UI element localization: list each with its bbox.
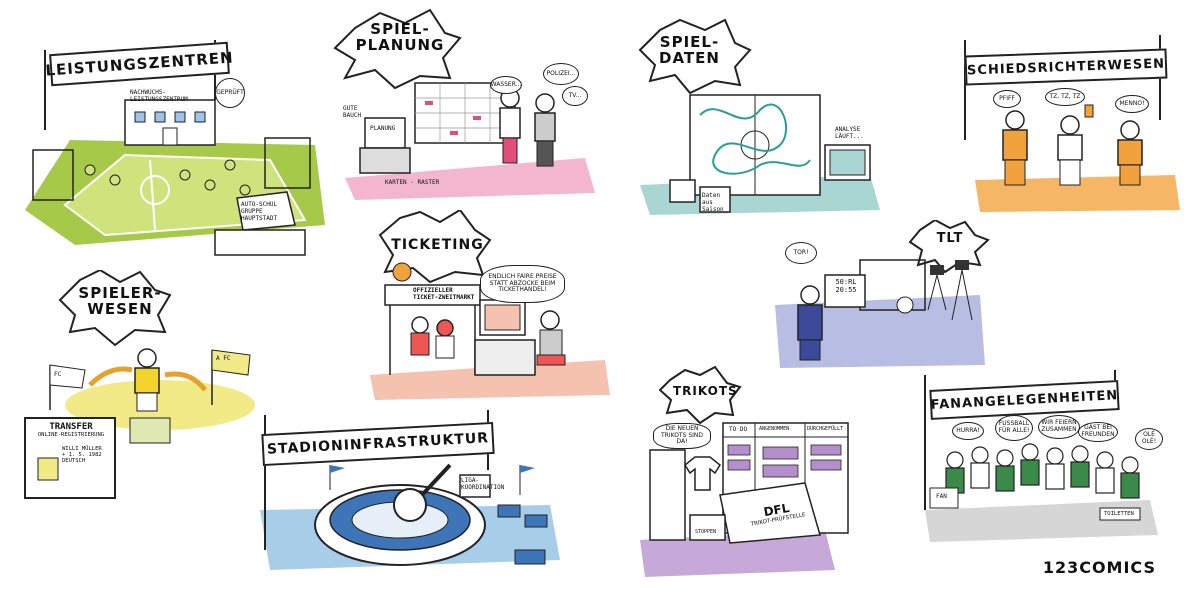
- spieldaten-illustration: [638, 18, 880, 215]
- spieldaten-title: SPIEL- DATEN: [642, 33, 737, 67]
- trikots-shelf-1: TO DO: [729, 426, 748, 433]
- ticketing-illustration: [370, 210, 610, 400]
- ticketing-sign: OFFIZIELLER TICKET-ZWEITMARKT: [413, 287, 475, 301]
- spielerwesen-monitor-name: WILLI MÜLLER: [62, 446, 102, 452]
- tlt-bubble: TOR!: [785, 242, 817, 264]
- spieldaten-binder: Daten aus Saison: [702, 192, 724, 213]
- scene-tlt: TLT TOR! 50:RL 20:55: [770, 220, 990, 370]
- schiedsrichterwesen-bubble-3: MENNO!: [1115, 95, 1149, 113]
- spielplanung-bubble-1: GUTE BAUCH: [343, 105, 362, 119]
- leistungszentren-badge: GEPRÜFT: [215, 78, 245, 108]
- trikots-bubble: DIE NEUEN TRIKOTS SIND DA!: [653, 423, 711, 449]
- scene-fanangelegenheiten: FANANGELEGENHEITEN HURRA! FUSSBALL FÜR A…: [910, 370, 1180, 545]
- stadioninfrastruktur-illustration: [260, 410, 560, 570]
- artist-signature: 123COMICS: [1042, 558, 1156, 577]
- spielplanung-bubble-4: WASSER...: [490, 76, 522, 94]
- trikots-illustration: [640, 365, 849, 577]
- spielerwesen-monitor: TRANSFER ONLINE-REGISTRIERUNG WILLI MÜLL…: [30, 422, 112, 464]
- fanangelegenheiten-sign-1: FAN: [936, 493, 947, 500]
- schiedsrichterwesen-bubble-1: PFIFF: [993, 90, 1021, 108]
- spielerwesen-illustration: [24, 270, 255, 499]
- spielplanung-bubble-3: TV...: [562, 86, 588, 106]
- spielerwesen-monitor-sub: ONLINE-REGISTRIERUNG: [37, 432, 105, 438]
- scene-spielerwesen: SPIELER- WESEN FC A FC TRANSFER ONLINE-R…: [20, 270, 260, 510]
- fanangelegenheiten-illustration: [924, 370, 1158, 542]
- leistungszentren-illustration: [25, 40, 325, 256]
- spielerwesen-title-line1: SPIELER-: [78, 284, 162, 302]
- scene-ticketing: TICKETING OFFIZIELLER TICKET-ZWEITMARKT …: [365, 210, 615, 400]
- scene-spieldaten: SPIEL- DATEN ANALYSE LÄUFT... Daten aus …: [630, 15, 890, 215]
- tlt-title: TLT: [936, 231, 964, 246]
- spielerwesen-title: SPIELER- WESEN: [65, 284, 175, 318]
- spieldaten-title-line1: SPIEL-: [659, 33, 720, 51]
- spieldaten-bubble: ANALYSE LÄUFT...: [835, 126, 864, 140]
- tlt-board-score: 50:RL: [835, 278, 857, 286]
- tlt-board-time: 20:55: [835, 286, 857, 295]
- spielplanung-title: SPIEL- PLANUNG: [345, 20, 455, 54]
- spielerwesen-flag-left: FC: [54, 371, 62, 378]
- spielplanung-bubble-2: POLIZEI...: [543, 63, 579, 85]
- fanangelegenheiten-bubble-5: OLÉ OLÉ!: [1135, 428, 1163, 450]
- fanangelegenheiten-bubble-2: FUSSBALL FÜR ALLE!: [995, 415, 1033, 441]
- spielplanung-title-line1: SPIEL-: [370, 20, 430, 38]
- trikots-shelf-2: ANGENOMMEN: [759, 426, 790, 432]
- spielplanung-papers: KARTEN · RASTER: [385, 179, 440, 186]
- scene-trikots: TRIKOTS DIE NEUEN TRIKOTS SIND DA! TO DO…: [635, 365, 855, 580]
- leistungszentren-laptop-text: AUTO-SCHUL GRUPPE HAUPTSTADT: [241, 201, 278, 222]
- ticketing-bubble: ENDLICH FAIRE PREISE STATT ABZOCKE BEIM …: [480, 265, 565, 303]
- fanangelegenheiten-bubble-3: WIR FEIERN ZUSAMMEN: [1038, 415, 1080, 439]
- tlt-board: 50:RL 20:55: [828, 278, 864, 295]
- stadioninfrastruktur-sign: LIGA-KOORDINATION: [461, 477, 505, 491]
- scene-stadioninfrastruktur: STADIONINFRASTRUKTUR LIGA-KOORDINATION: [250, 410, 570, 585]
- trikots-title: TRIKOTS: [673, 384, 738, 398]
- fanangelegenheiten-bubble-4: GAST BEI FREUNDEN: [1078, 422, 1118, 442]
- schiedsrichterwesen-bubble-2: TZ, TZ, TZ: [1045, 88, 1085, 106]
- spielerwesen-title-line2: WESEN: [87, 299, 153, 318]
- trikots-crate: STOPPEN: [695, 529, 717, 535]
- scene-leistungszentren: LEISTUNGSZENTREN NACHWUCHS-LEISTUNGSZENT…: [15, 20, 335, 260]
- trikots-shelf-3: DURCHGEFÜLLT: [807, 426, 844, 432]
- spielplanung-screen-text: PLANUNG: [370, 125, 396, 132]
- fanangelegenheiten-bubble-1: HURRA!: [952, 422, 984, 440]
- ticketing-title: TICKETING: [391, 237, 484, 253]
- tlt-illustration: [775, 220, 990, 368]
- spielerwesen-monitor-date: + 1. 5. 1982: [62, 452, 102, 458]
- spielerwesen-flag-right: A FC: [216, 355, 231, 362]
- spielplanung-illustration: [333, 8, 595, 200]
- spieldaten-title-line2: DATEN: [659, 48, 720, 67]
- spielerwesen-monitor-nation: DEUTSCH: [62, 458, 86, 464]
- schiedsrichterwesen-illustration: [964, 35, 1180, 212]
- fanangelegenheiten-sign-2: TOILETTEN: [1104, 511, 1134, 517]
- leistungszentren-building-sign: NACHWUCHS-LEISTUNGSZENTRUM: [130, 89, 188, 103]
- scene-spielplanung: SPIEL- PLANUNG GUTE BAUCH POLIZEI... TV.…: [325, 8, 605, 203]
- spielplanung-title-line2: PLANUNG: [355, 35, 445, 54]
- scene-schiedsrichterwesen: SCHIEDSRICHTERWESEN PFIFF TZ, TZ, TZ MEN…: [945, 30, 1185, 215]
- spielerwesen-monitor-title: TRANSFER: [49, 422, 93, 432]
